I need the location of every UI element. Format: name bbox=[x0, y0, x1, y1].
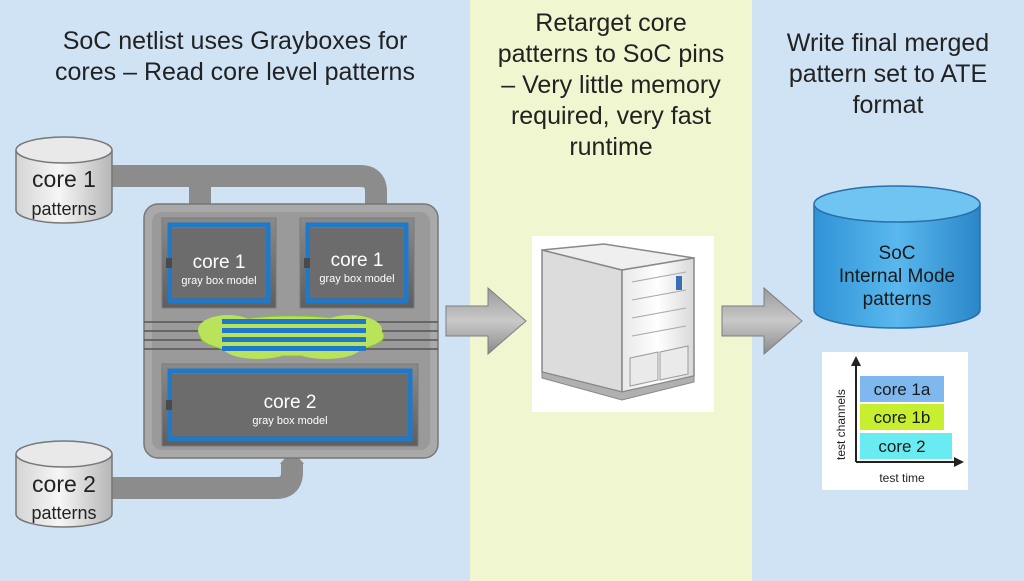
x-axis-label: test time bbox=[879, 471, 925, 485]
right-heading-line3: format bbox=[852, 91, 924, 119]
bar-core-2 bbox=[860, 433, 952, 459]
right-heading: Write final merged pattern set to ATE fo… bbox=[756, 28, 1020, 121]
core2-block-subtitle: gray box model bbox=[252, 415, 327, 427]
bar-core-1a bbox=[860, 376, 944, 402]
bar-core-2-label: core 2 bbox=[878, 437, 925, 456]
core2-db-line1: core 2 bbox=[32, 471, 96, 497]
bar-core-1b bbox=[860, 404, 944, 430]
core2-block-title: core 2 bbox=[264, 392, 317, 413]
middle-heading-line1: Retarget core bbox=[535, 9, 687, 37]
core1-db-line2: patterns bbox=[31, 199, 96, 219]
core1-left-title: core 1 bbox=[193, 252, 246, 273]
middle-heading-line2: patterns to SoC pins bbox=[497, 40, 725, 68]
core2-patterns-database-icon: core 2 patterns bbox=[15, 440, 113, 528]
core2-db-line2: patterns bbox=[31, 503, 96, 523]
left-heading-line2: cores – Read core level patterns bbox=[55, 58, 415, 86]
test-schedule-chart: core 1a core 1b core 2 test channels tes… bbox=[822, 352, 968, 490]
core1-left-subtitle: gray box model bbox=[181, 275, 256, 287]
flow-arrow-icon-2 bbox=[721, 286, 803, 356]
core1-right-title: core 1 bbox=[331, 250, 384, 271]
soc-patterns-database-icon: SoC Internal Mode patterns bbox=[813, 185, 981, 329]
middle-heading-line4: required, very fast bbox=[510, 102, 712, 130]
soc-db-line1: SoC bbox=[879, 243, 916, 264]
logic-cloud bbox=[198, 315, 385, 359]
middle-heading: Retarget core patterns to SoC pins – Ver… bbox=[476, 8, 746, 163]
middle-heading-line3: – Very little memory bbox=[501, 71, 721, 99]
left-heading-line1: SoC netlist uses Grayboxes for bbox=[62, 27, 408, 55]
core1-db-line1: core 1 bbox=[32, 166, 96, 192]
middle-heading-line5: runtime bbox=[569, 133, 653, 161]
core1-patterns-database-icon: core 1 patterns bbox=[15, 136, 113, 224]
soc-db-line2: Internal Mode bbox=[839, 266, 955, 287]
server-tower-icon bbox=[532, 236, 714, 412]
y-axis-label: test channels bbox=[834, 389, 848, 460]
soc-db-line3: patterns bbox=[863, 289, 932, 310]
right-heading-line1: Write final merged bbox=[786, 29, 990, 57]
bar-core-1a-label: core 1a bbox=[874, 380, 931, 399]
x-axis-arrow-icon bbox=[954, 457, 964, 467]
left-heading: SoC netlist uses Grayboxes for cores – R… bbox=[10, 26, 460, 88]
y-axis-arrow-icon bbox=[851, 356, 861, 366]
right-heading-line2: pattern set to ATE bbox=[788, 60, 988, 88]
core1-right-subtitle: gray box model bbox=[319, 273, 394, 285]
soc-chip-block-icon: core 1 gray box model core 1 gray box mo… bbox=[143, 203, 439, 459]
flow-arrow-icon-1 bbox=[445, 286, 527, 356]
bar-core-1b-label: core 1b bbox=[874, 408, 931, 427]
